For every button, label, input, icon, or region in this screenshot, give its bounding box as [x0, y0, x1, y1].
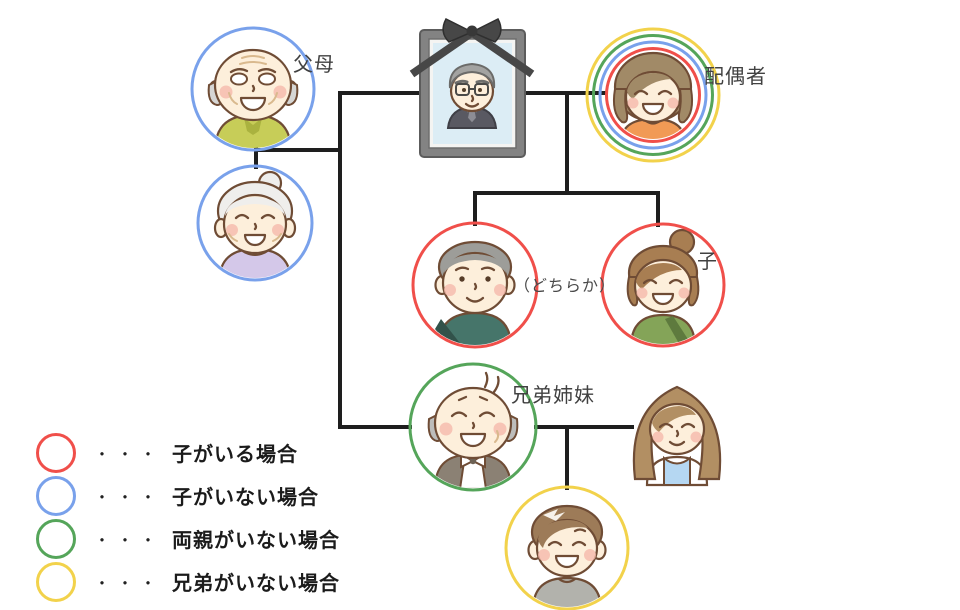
legend-dots: ・・・ — [94, 446, 164, 464]
legend-dots: ・・・ — [94, 489, 164, 507]
legend-circle-yellow — [36, 561, 76, 602]
daughter-avatar — [600, 222, 726, 348]
ring-no-siblings-case — [585, 27, 721, 163]
label-siblings: 兄弟姉妹 — [511, 385, 595, 407]
legend-circle-red — [36, 432, 76, 473]
legend-dots: ・・・ — [94, 532, 164, 550]
glasses-icon — [455, 83, 489, 96]
son-avatar — [411, 221, 539, 349]
spouse-avatar — [585, 27, 721, 163]
ring-no-siblings-case — [504, 485, 630, 610]
ring-child-case — [600, 222, 726, 348]
sibling-avatar — [408, 362, 538, 492]
label-spouse: 配偶者 — [704, 66, 767, 88]
ring-no-child-case — [196, 164, 314, 282]
ring-no-child-case — [598, 40, 708, 150]
ring-child-case — [411, 221, 539, 349]
ring-no-parents-case — [408, 362, 538, 492]
legend-circle-green — [36, 518, 76, 559]
legend-item-child-case: ・・・ 子がいる場合 — [36, 431, 340, 474]
label-parents: 父母 — [293, 54, 335, 76]
connector-line-children-bracket — [473, 191, 660, 227]
deceased-photo — [409, 18, 535, 158]
legend-label: 子がいない場合 — [172, 487, 320, 509]
grandfather-avatar — [190, 26, 316, 152]
legend-label: 両親がいない場合 — [172, 530, 341, 552]
legend-item-no-siblings-case: ・・・ 兄弟がいない場合 — [36, 560, 340, 603]
ring-no-parents-case — [592, 34, 714, 156]
legend-circle-blue — [36, 475, 76, 516]
connector-line-trunk — [338, 91, 425, 429]
legend-label: 子がいる場合 — [172, 444, 299, 466]
legend-label: 兄弟がいない場合 — [172, 573, 341, 595]
deceased-portrait — [446, 62, 498, 129]
sibling-wife-avatar — [632, 385, 722, 487]
legend-dots: ・・・ — [94, 575, 164, 593]
grandmother-avatar — [196, 164, 314, 282]
nephew-avatar — [504, 485, 630, 610]
mourning-ribbon-icon — [409, 18, 535, 78]
connector-lines — [254, 91, 660, 490]
label-child: 子 — [697, 251, 718, 273]
ring-no-child-case — [190, 26, 316, 152]
ring-child-case — [605, 47, 701, 143]
legend: ・・・ 子がいる場合 ・・・ 子がいない場合 ・・・ 両親がいない場合 ・・・ … — [36, 431, 340, 603]
legend-item-no-child-case: ・・・ 子がいない場合 — [36, 474, 340, 517]
label-either-one: （どちらか） — [514, 278, 617, 295]
legend-item-no-parents-case: ・・・ 両親がいない場合 — [36, 517, 340, 560]
